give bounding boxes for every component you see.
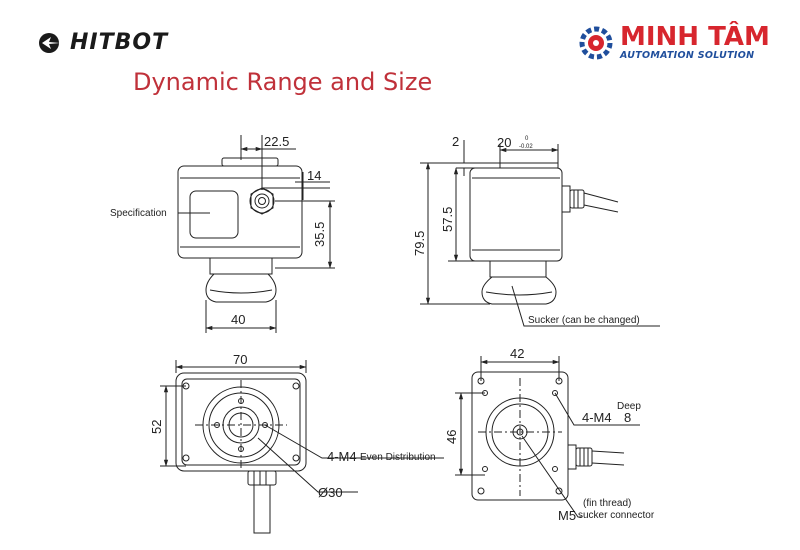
hitbot-wordmark: HITBOT [70, 30, 169, 55]
label-fin-thread: (fin thread) [583, 498, 631, 509]
label-4-m4-deep: 4-M4 [582, 410, 612, 425]
dim-52: 52 [149, 420, 164, 434]
front-body [177, 165, 303, 259]
label-sucker-connector: sucker connector [578, 510, 655, 521]
dim-20: 20 [497, 135, 511, 150]
dim-2: 2 [452, 134, 459, 149]
page-title: Dynamic Range and Size [133, 68, 433, 96]
tol-lower: -0.02 [519, 144, 533, 150]
specification-window [189, 190, 239, 239]
bottom-right-view [455, 356, 640, 518]
label-m5: M5 [558, 508, 576, 523]
dim-22-5: 22.5 [264, 134, 289, 149]
dim-79-5: 79.5 [412, 231, 427, 256]
dim-40: 40 [231, 312, 245, 327]
label-even-distribution: Even Distribution [360, 452, 436, 463]
side-body [469, 167, 563, 262]
label-specification: Specification [110, 208, 167, 219]
minh-tam-logo: MINH TÂM AUTOMATION SOLUTION [578, 24, 770, 61]
dim-14: 14 [307, 168, 321, 183]
gear-logo-icon [579, 26, 613, 59]
hitbot-logo: HITBOT [38, 30, 168, 55]
side-suction-cup [481, 276, 557, 305]
bottom-left-view [160, 360, 444, 534]
dim-35-5: 35.5 [312, 222, 327, 247]
front-suction-cup [205, 273, 277, 303]
side-neck [489, 260, 547, 278]
brand-name: MINH TÂM [620, 22, 770, 52]
side-view [420, 140, 660, 327]
label-diameter-30: Ø30 [318, 485, 343, 500]
tol-upper: 0 [525, 136, 529, 142]
front-view [177, 135, 335, 333]
front-neck [209, 257, 273, 275]
flange-outline [471, 371, 569, 501]
label-deep-value: 8 [624, 410, 631, 425]
label-4-m4-even: 4-M4 [327, 449, 357, 464]
label-deep: Deep [617, 401, 641, 412]
dim-46: 46 [444, 430, 459, 444]
hitbot-logo-icon [39, 32, 60, 53]
top-cap [221, 157, 279, 167]
dim-57-5: 57.5 [440, 207, 455, 232]
plate-outline [175, 372, 307, 472]
minh-tam-text: MINH TÂM AUTOMATION SOLUTION [620, 24, 770, 61]
label-sucker: Sucker (can be changed) [528, 315, 640, 326]
brand-tagline: AUTOMATION SOLUTION [620, 50, 755, 61]
dim-42: 42 [510, 346, 524, 361]
dim-70: 70 [233, 352, 247, 367]
